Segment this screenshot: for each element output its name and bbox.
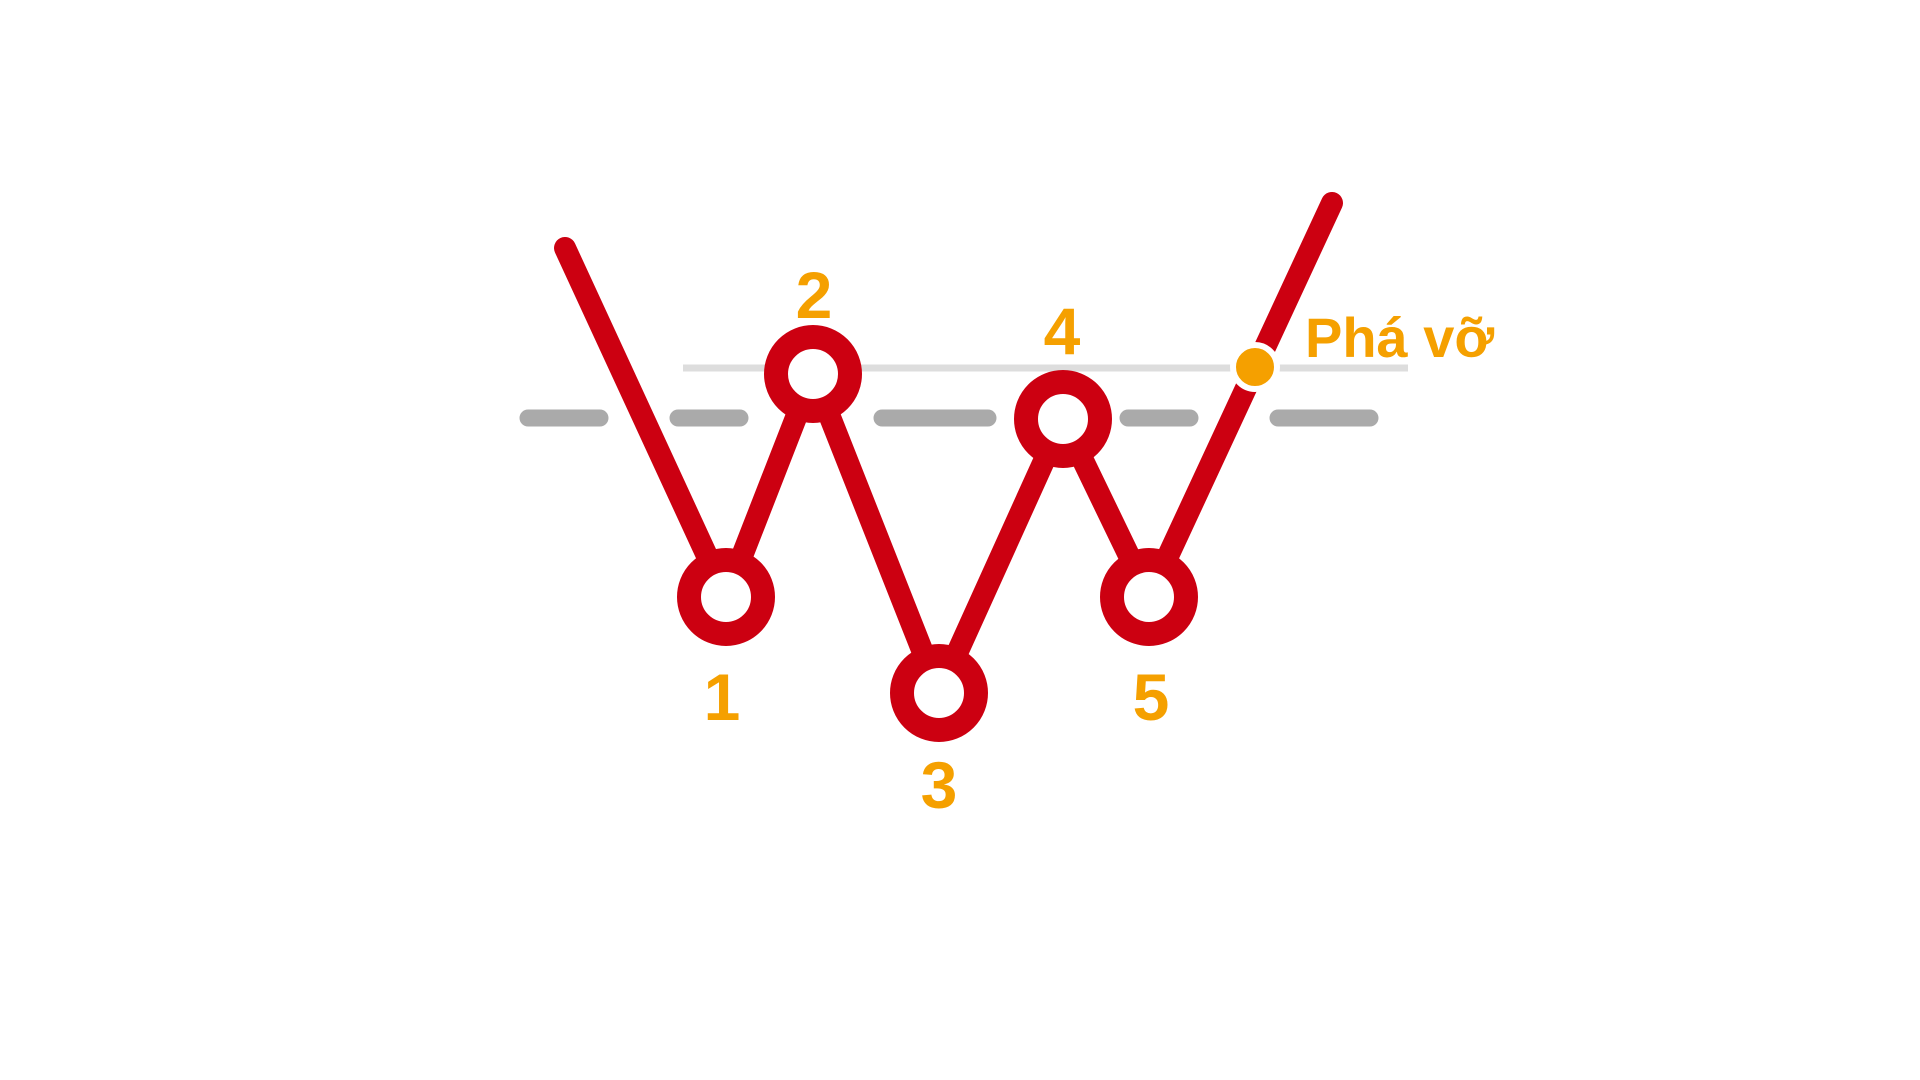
pivot-4-marker xyxy=(1014,370,1112,468)
breakout-dot xyxy=(1230,342,1280,392)
pivot-1-marker xyxy=(677,548,775,646)
pivot-markers xyxy=(677,325,1198,742)
pivot-5-marker xyxy=(1100,548,1198,646)
pivot-2-marker xyxy=(764,325,862,423)
pivot-1-label: 1 xyxy=(704,660,741,734)
pivot-3-marker xyxy=(890,644,988,742)
pivot-2-label: 2 xyxy=(796,258,833,332)
price-path xyxy=(554,192,1343,704)
breakout-label: Phá vỡ xyxy=(1305,306,1494,369)
pivot-5-label: 5 xyxy=(1133,660,1170,734)
pivot-4-label: 4 xyxy=(1044,294,1081,368)
pivot-3-label: 3 xyxy=(921,748,958,822)
